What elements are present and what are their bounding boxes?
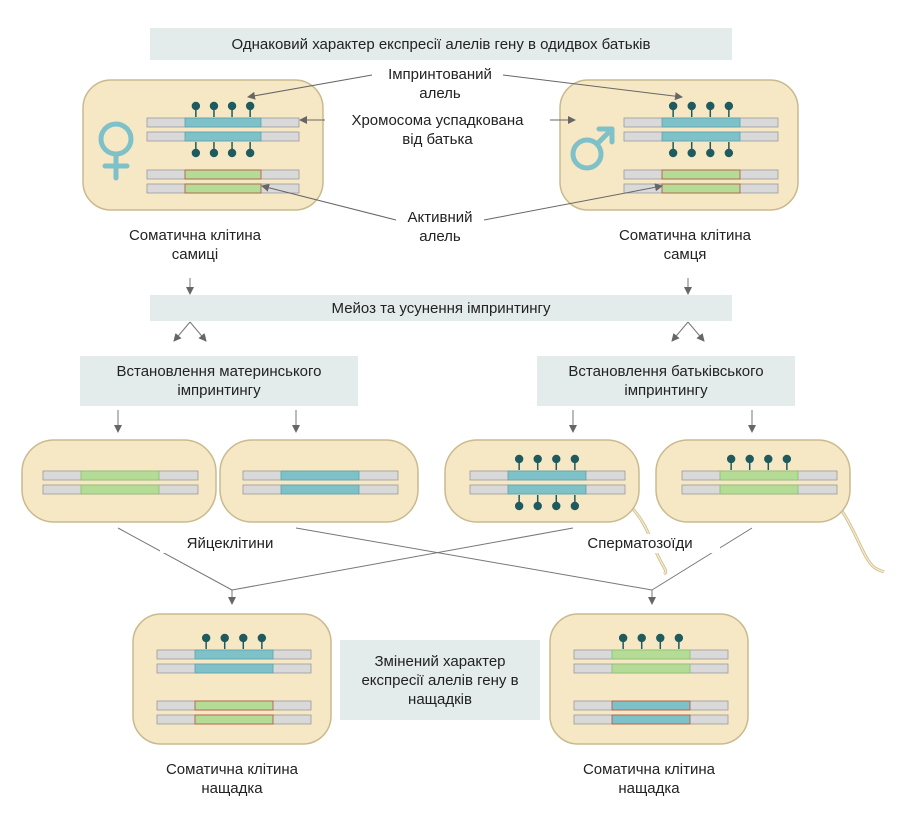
methyl-marker — [201, 633, 211, 643]
imprinted-allele-label: Імпринтований алель — [388, 66, 492, 102]
active-gene — [184, 183, 262, 194]
imprinted-gene — [661, 117, 741, 128]
methyl-marker — [245, 101, 255, 111]
eggs-label: Яйцеклітини — [160, 534, 300, 553]
imprinted-gene — [611, 714, 691, 725]
active-allele-label: Активний алель — [407, 209, 473, 245]
active-gene — [194, 700, 274, 711]
methyl-marker — [668, 101, 678, 111]
fertilization-lines — [117, 527, 753, 605]
methyl-marker — [726, 454, 736, 464]
active-gene — [719, 470, 799, 481]
methyl-marker — [706, 148, 715, 158]
methyl-marker — [724, 101, 734, 111]
paternal-chromosome-label: Хромосома успадкована від батька — [325, 111, 550, 149]
imprinted-gene — [507, 470, 587, 481]
female-symbol-icon — [98, 121, 134, 181]
methyl-marker — [764, 454, 773, 464]
methyl-marker — [239, 633, 248, 643]
methyl-marker — [782, 454, 792, 464]
egg-cell-maternal — [21, 439, 217, 523]
methyl-marker — [227, 101, 237, 111]
egg-cell-paternal — [219, 439, 419, 523]
active-gene — [184, 169, 262, 180]
methyl-marker — [552, 501, 561, 511]
offspring-banner: Змінений характер експресії алелів гену … — [340, 640, 540, 720]
active-gene — [719, 484, 799, 495]
imprinted-gene — [507, 484, 587, 495]
methyl-marker — [533, 501, 542, 511]
sperm-cell-2 — [655, 439, 851, 523]
methyl-marker — [245, 148, 255, 158]
methyl-marker — [191, 101, 201, 111]
offspring-left-caption: Соматична клітина нащадка — [165, 761, 299, 797]
page-title: Однаковий характер експресії алелів гену… — [231, 35, 651, 53]
methyl-marker — [220, 633, 229, 643]
methyl-marker — [745, 454, 754, 464]
methyl-marker — [227, 148, 237, 158]
imprinted-gene — [184, 117, 262, 128]
methyl-marker — [552, 454, 561, 464]
chromosome-layer — [42, 101, 838, 725]
imprinted-gene — [194, 663, 274, 674]
methyl-marker — [570, 501, 580, 511]
paternal-imprinting-banner: Встановлення батьківського імпринтингу — [537, 356, 795, 406]
sperm-cell-1 — [444, 439, 640, 523]
active-gene — [661, 169, 741, 180]
methyl-marker — [514, 454, 524, 464]
active-gene — [80, 470, 160, 481]
methyl-marker — [570, 454, 580, 464]
methyl-marker — [674, 633, 684, 643]
methyl-marker — [209, 101, 219, 111]
imprinted-gene — [280, 484, 360, 495]
methyl-marker — [257, 633, 267, 643]
male-symbol-icon — [570, 126, 615, 171]
methyl-marker — [687, 101, 696, 111]
methyl-marker — [533, 454, 542, 464]
active-gene — [80, 484, 160, 495]
offspring-cell-right — [549, 613, 749, 745]
methyl-marker — [618, 633, 628, 643]
active-gene — [611, 663, 691, 674]
methyl-marker — [656, 633, 665, 643]
imprinted-gene — [194, 649, 274, 660]
methyl-marker — [668, 148, 678, 158]
active-gene — [611, 649, 691, 660]
maternal-imprinting-banner: Встановлення материнського імпринтингу — [80, 356, 358, 406]
header-banner: Однаковий характер експресії алелів гену… — [150, 28, 732, 60]
offspring-right-caption: Соматична клітина нащадка — [582, 761, 716, 797]
sperm-label: Сперматозоїди — [560, 534, 720, 553]
annotation-arrows — [247, 74, 683, 221]
methyl-marker — [687, 148, 696, 158]
imprinted-gene — [661, 131, 741, 142]
methyl-marker — [191, 148, 201, 158]
male-cell-caption: Соматична клітина самця — [618, 227, 752, 263]
methyl-marker — [637, 633, 646, 643]
imprinted-gene — [280, 470, 360, 481]
imprinted-gene — [611, 700, 691, 711]
offspring-cell-left — [132, 613, 332, 745]
active-gene — [661, 183, 741, 194]
meiosis-banner: Мейоз та усунення імпринтингу — [150, 295, 732, 321]
female-cell-caption: Соматична клітина самиці — [128, 227, 262, 263]
flow-arrows — [114, 278, 756, 433]
methyl-marker — [724, 148, 734, 158]
methyl-marker — [706, 101, 715, 111]
imprinted-gene — [184, 131, 262, 142]
methyl-marker — [514, 501, 524, 511]
active-gene — [194, 714, 274, 725]
methyl-marker — [209, 148, 219, 158]
